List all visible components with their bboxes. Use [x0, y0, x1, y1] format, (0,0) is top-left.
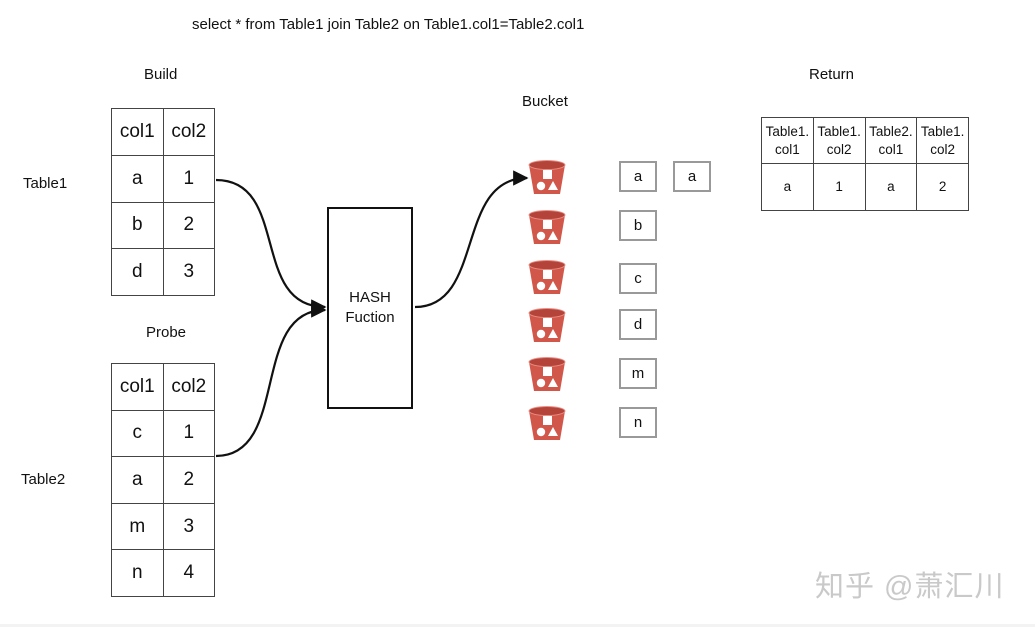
table-cell: 1 [812, 163, 866, 211]
header-cell: Table1.col2 [916, 117, 969, 164]
bucket-key: m [619, 358, 657, 389]
table-row: d 3 [111, 248, 215, 296]
return-label: Return [809, 66, 855, 83]
result-table: Table1.col1 Table1.col2 Table2.col1 Tabl… [761, 117, 969, 211]
table-row: Table1.col1 Table1.col2 Table2.col1 Tabl… [761, 117, 969, 164]
bucket-icon [528, 308, 566, 342]
table-cell: 4 [162, 549, 215, 597]
table-row: b 2 [111, 201, 215, 250]
table-cell: n [111, 549, 164, 597]
bucket-key: n [619, 407, 657, 438]
arrow-build-to-hash [215, 178, 327, 315]
table-cell: a [864, 163, 918, 211]
build-table: col1 col2 a 1 b 2 d 3 [111, 108, 215, 296]
table-row: a 2 [111, 456, 215, 504]
probe-label: Probe [146, 324, 187, 341]
query-text: select * from Table1 join Table2 on Tabl… [192, 16, 585, 33]
hash-function-box: HASH Fuction [327, 207, 413, 409]
bucket-icon [528, 210, 566, 244]
arrow-probe-to-hash [215, 302, 327, 458]
hash-label-line1: HASH [349, 289, 391, 306]
watermark: 知乎 @萧汇川 [815, 571, 1005, 603]
bucket-icon [528, 406, 566, 440]
hash-label-line2: Fuction [345, 309, 395, 326]
bucket-icon [528, 260, 566, 294]
header-cell: col2 [162, 108, 215, 156]
header-cell: Table1.col1 [761, 117, 814, 164]
table-cell: 3 [162, 502, 215, 551]
table-cell: 1 [162, 409, 215, 458]
table1-name: Table1 [23, 175, 68, 192]
table-cell: a [111, 456, 164, 504]
bucket-key: a [619, 161, 657, 192]
table-cell: 1 [162, 154, 215, 203]
table-cell: 2 [162, 201, 215, 250]
table-cell: m [111, 502, 164, 551]
table-row: n 4 [111, 549, 215, 597]
table-cell: 2 [162, 456, 215, 504]
bucket-icon [528, 160, 566, 194]
bucket-label: Bucket [522, 93, 568, 110]
table2-name: Table2 [21, 471, 66, 488]
table-cell: 3 [162, 248, 215, 296]
table-cell: a [761, 163, 814, 211]
bottom-divider [0, 624, 1035, 627]
build-label: Build [144, 66, 178, 83]
header-cell: Table2.col1 [864, 117, 918, 164]
bucket-key: c [619, 263, 657, 294]
bucket-key-extra: a [673, 161, 711, 192]
header-cell: col1 [111, 363, 164, 411]
table-row: c 1 [111, 409, 215, 458]
bucket-key: d [619, 309, 657, 340]
probe-table: col1 col2 c 1 a 2 m 3 n 4 [111, 363, 215, 597]
header-cell: Table1.col2 [812, 117, 866, 164]
bucket-icon [528, 357, 566, 391]
table-row: a 1 a 2 [761, 163, 969, 211]
table-cell: d [111, 248, 164, 296]
table-cell: 2 [916, 163, 969, 211]
header-cell: col2 [162, 363, 215, 411]
bucket-key: b [619, 210, 657, 241]
arrow-hash-to-bucket [414, 170, 529, 309]
table-row: m 3 [111, 502, 215, 551]
table-row: col1 col2 [111, 363, 215, 411]
